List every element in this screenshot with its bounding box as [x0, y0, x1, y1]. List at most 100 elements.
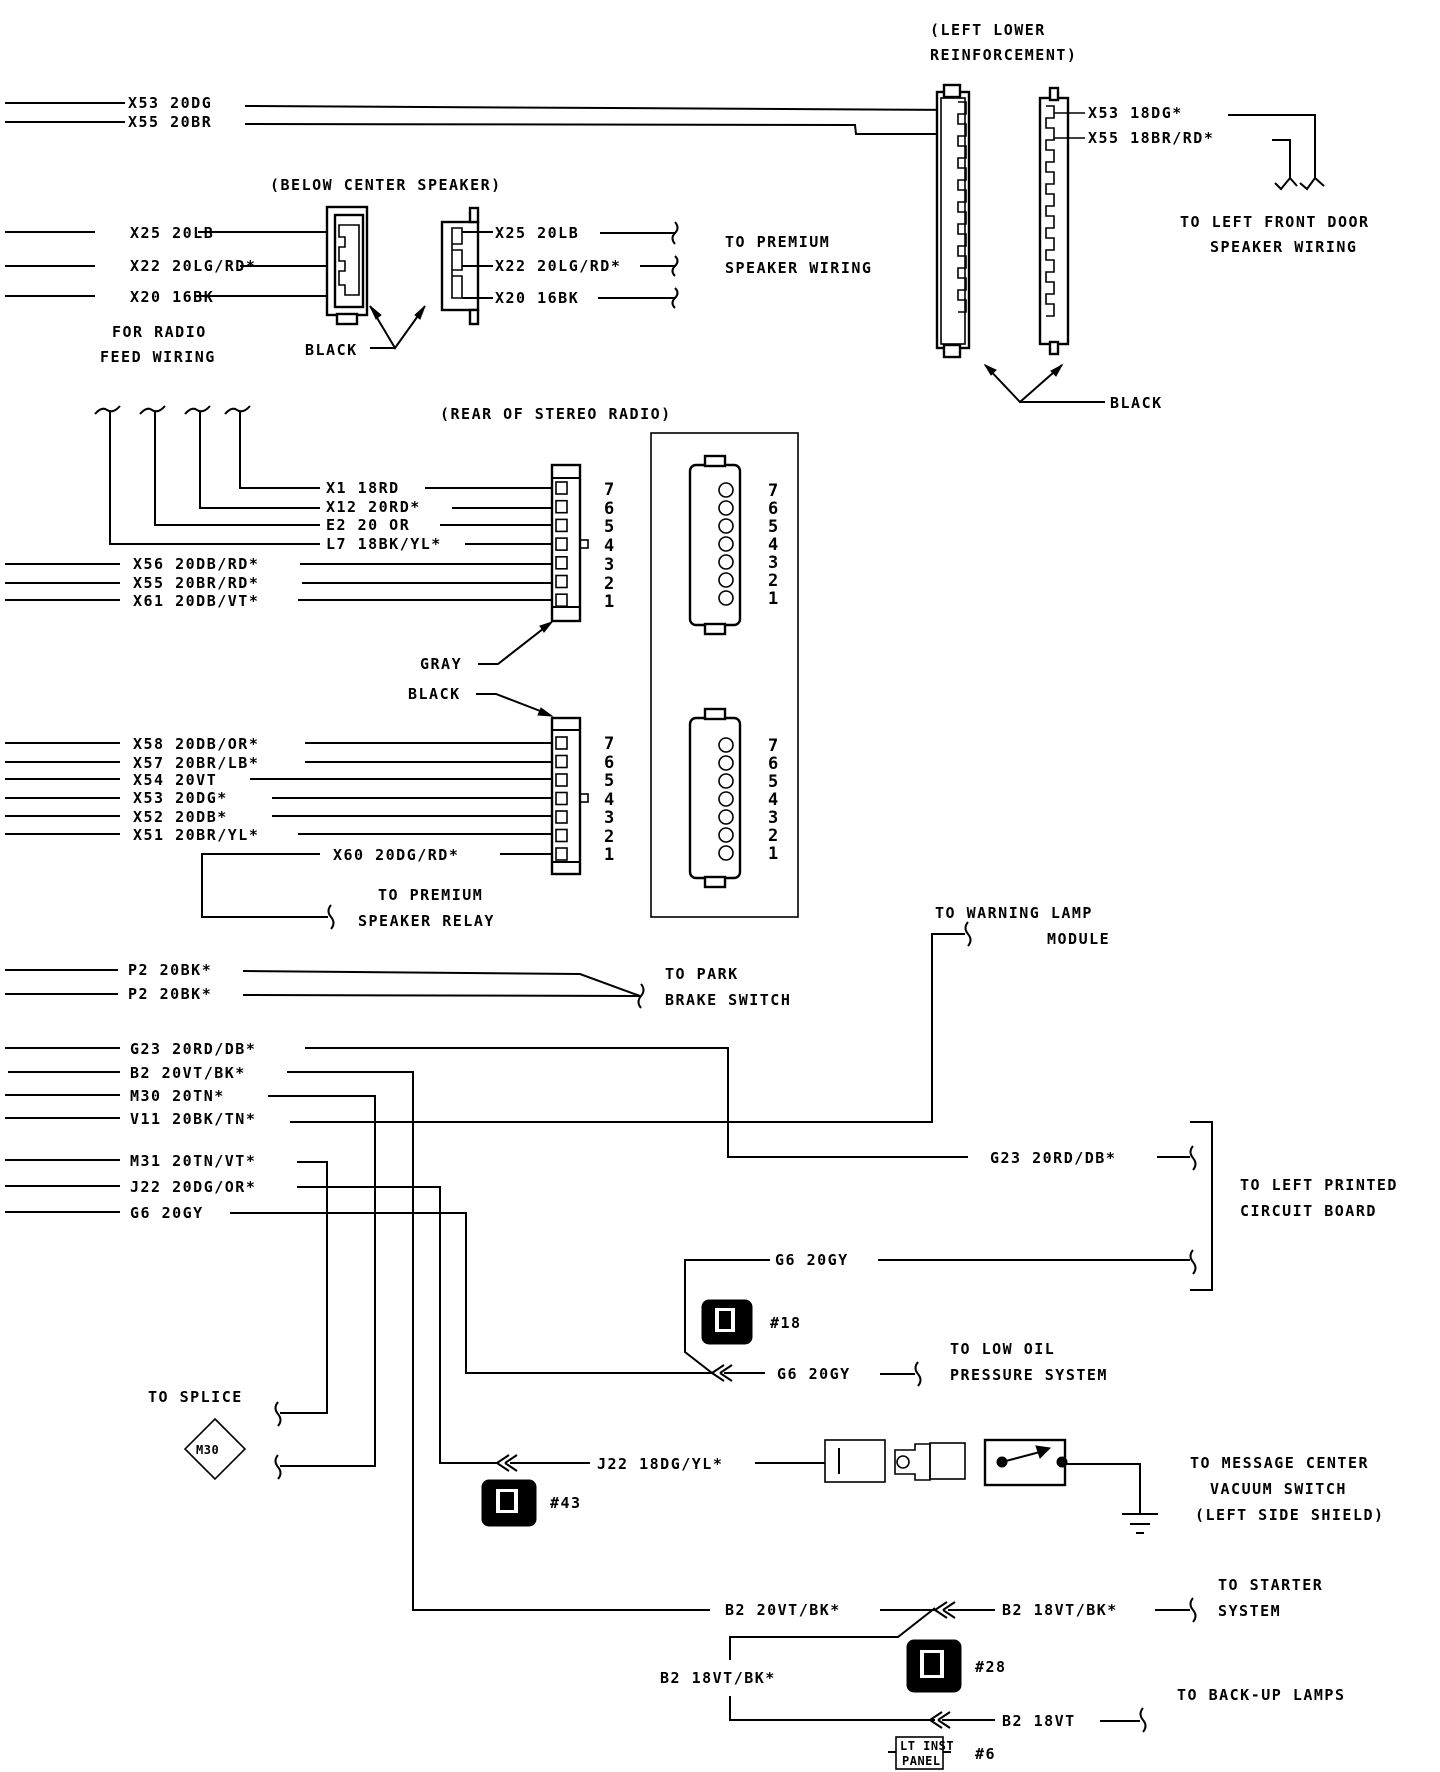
splice-id: M30	[196, 1443, 219, 1457]
vacuum-switch-icon	[983, 1438, 1068, 1487]
radio-wire-label: X52 20DB*	[133, 808, 228, 826]
pin-number: 2	[604, 827, 614, 847]
pin-number: 5	[768, 517, 778, 537]
center-speaker-connector-color: BLACK	[305, 341, 358, 359]
splice-label: TO SPLICE	[148, 1388, 243, 1406]
warning-destination-2: MODULE	[1047, 930, 1110, 948]
pin-socket	[718, 590, 734, 606]
low-oil-destination-1: TO LOW OIL	[950, 1340, 1055, 1358]
connector-chevron-icon	[711, 1364, 733, 1382]
wire-break-icon	[1274, 176, 1325, 191]
pin-number: 1	[604, 592, 614, 612]
pin-number: 2	[768, 571, 778, 591]
radio-wire-label: L7 18BK/YL*	[326, 535, 442, 553]
pin-terminal	[555, 593, 568, 608]
pin-number: 5	[768, 772, 778, 792]
wire-label-x53-18dg: X53 18DG*	[1088, 104, 1183, 122]
connector-ref-18: #18	[770, 1314, 802, 1332]
wire-break-icon	[274, 1401, 282, 1427]
pcb-bracket	[1190, 1121, 1213, 1291]
pin-number: 3	[768, 808, 778, 828]
bundle-wire-label: B2 20VT/BK*	[130, 1064, 246, 1082]
radio-lower-pin-numbers: 7 6 5 4 3 2 1	[604, 734, 614, 865]
park-brake-wiring: P2 20BK* P2 20BK*	[5, 961, 645, 1009]
pin-socket	[718, 572, 734, 588]
pin-number: 7	[604, 734, 614, 754]
starter-wire-out-label: B2 18VT/BK*	[1002, 1601, 1118, 1619]
wire-break-icon	[1189, 1145, 1197, 1171]
wire-x55-door-run	[1272, 139, 1291, 178]
location-label-radio: (REAR OF STEREO RADIO)	[440, 405, 672, 423]
radio-wire-label: X1 18RD	[326, 479, 400, 497]
radio-upper-pin-numbers: 7 6 5 4 3 2 1	[604, 480, 614, 612]
center-speaker-wires-right: X25 20LB X22 20LG/RD* X20 16BK	[462, 221, 679, 309]
pin-socket	[718, 500, 734, 516]
pin-number: 6	[604, 753, 614, 773]
arrow-head-icon	[983, 363, 997, 376]
pin-number: 6	[768, 499, 778, 519]
pin-number: 7	[604, 480, 614, 500]
location-label-reinforcement-2: REINFORCEMENT)	[930, 46, 1077, 64]
pin-terminal	[555, 537, 568, 551]
location-label-center-speaker: (BELOW CENTER SPEAKER)	[270, 176, 502, 194]
speaker-wire-label: X20 16BK	[495, 289, 579, 307]
pin-number: 3	[604, 808, 614, 828]
bundle-wire-label: M30 20TN*	[130, 1087, 225, 1105]
reinforcement-connector-left	[935, 83, 971, 359]
radio-upper-connector	[550, 463, 589, 623]
arrow-head-icon	[414, 305, 426, 320]
vacuum-destination-3: (LEFT SIDE SHIELD)	[1195, 1506, 1385, 1524]
radio-lower-wiring: X58 20DB/OR* X57 20BR/LB* X54 20VT X53 2…	[5, 735, 552, 930]
pin-number: 1	[768, 589, 778, 609]
feed-label-2: FEED WIRING	[100, 348, 216, 366]
radio-wire-label: X61 20DB/VT*	[133, 592, 259, 610]
branch-wire	[729, 1696, 935, 1721]
radio-wire-label: X53 20DG*	[133, 789, 228, 807]
wire-break-icon	[637, 983, 645, 1009]
arrow-head-icon	[539, 620, 554, 633]
wire-break-icon	[94, 405, 251, 415]
wire-break-icon	[1189, 1597, 1197, 1623]
location-label-reinforcement-1: (LEFT LOWER	[930, 21, 1046, 39]
pin-number: 4	[604, 790, 614, 810]
connector-pointer	[984, 364, 1063, 404]
radio-lower-connector	[550, 716, 589, 876]
connector-pointer	[476, 693, 549, 715]
pin-terminal	[555, 847, 568, 861]
pin-socket	[718, 755, 734, 771]
connector-ref-43: #43	[550, 1494, 582, 1512]
pin-number: 3	[768, 553, 778, 573]
pin-terminal	[555, 555, 568, 570]
pin-socket	[718, 827, 734, 843]
pin-number: 5	[604, 517, 614, 537]
pin-number: 3	[604, 555, 614, 575]
pin-socket	[718, 737, 734, 753]
connector-ref-28: #28	[975, 1658, 1007, 1676]
pin-number: 7	[768, 481, 778, 501]
low-oil-wire-label: G6 20GY	[777, 1365, 851, 1383]
panel-box-label-1: LT INST	[900, 1739, 954, 1753]
radio-upper-pin-wires	[298, 487, 552, 601]
low-oil-destination-2: PRESSURE SYSTEM	[950, 1366, 1108, 1384]
bundle-wire-label: V11 20BK/TN*	[130, 1110, 256, 1128]
wire-label-x53: X53 20DG	[128, 94, 212, 112]
wire-break-icon	[914, 1361, 922, 1387]
radio-wire-label: X58 20DB/OR*	[133, 735, 259, 753]
speaker-destination-1: TO PREMIUM	[725, 233, 830, 251]
pin-socket	[718, 536, 734, 552]
pin-terminal	[555, 810, 568, 824]
radio-wire-label: X56 20DB/RD*	[133, 555, 259, 573]
arrow-head-icon	[369, 305, 382, 320]
pcb-destination-2: CIRCUIT BOARD	[1240, 1202, 1377, 1220]
bundle-wire-label: J22 20DG/OR*	[130, 1178, 256, 1196]
pin-number: 4	[604, 536, 614, 556]
starter-wire-in-label: B2 20VT/BK*	[725, 1601, 841, 1619]
radio-wire-label: X55 20BR/RD*	[133, 574, 259, 592]
branch-wire-label: B2 18VT/BK*	[660, 1669, 776, 1687]
pin-number: 2	[604, 574, 614, 594]
pin-socket	[718, 845, 734, 861]
pcb-wire-label: G23 20RD/DB*	[990, 1149, 1116, 1167]
bundle-wiring-routes	[230, 921, 972, 1611]
wire-break-icon	[1139, 1707, 1147, 1733]
